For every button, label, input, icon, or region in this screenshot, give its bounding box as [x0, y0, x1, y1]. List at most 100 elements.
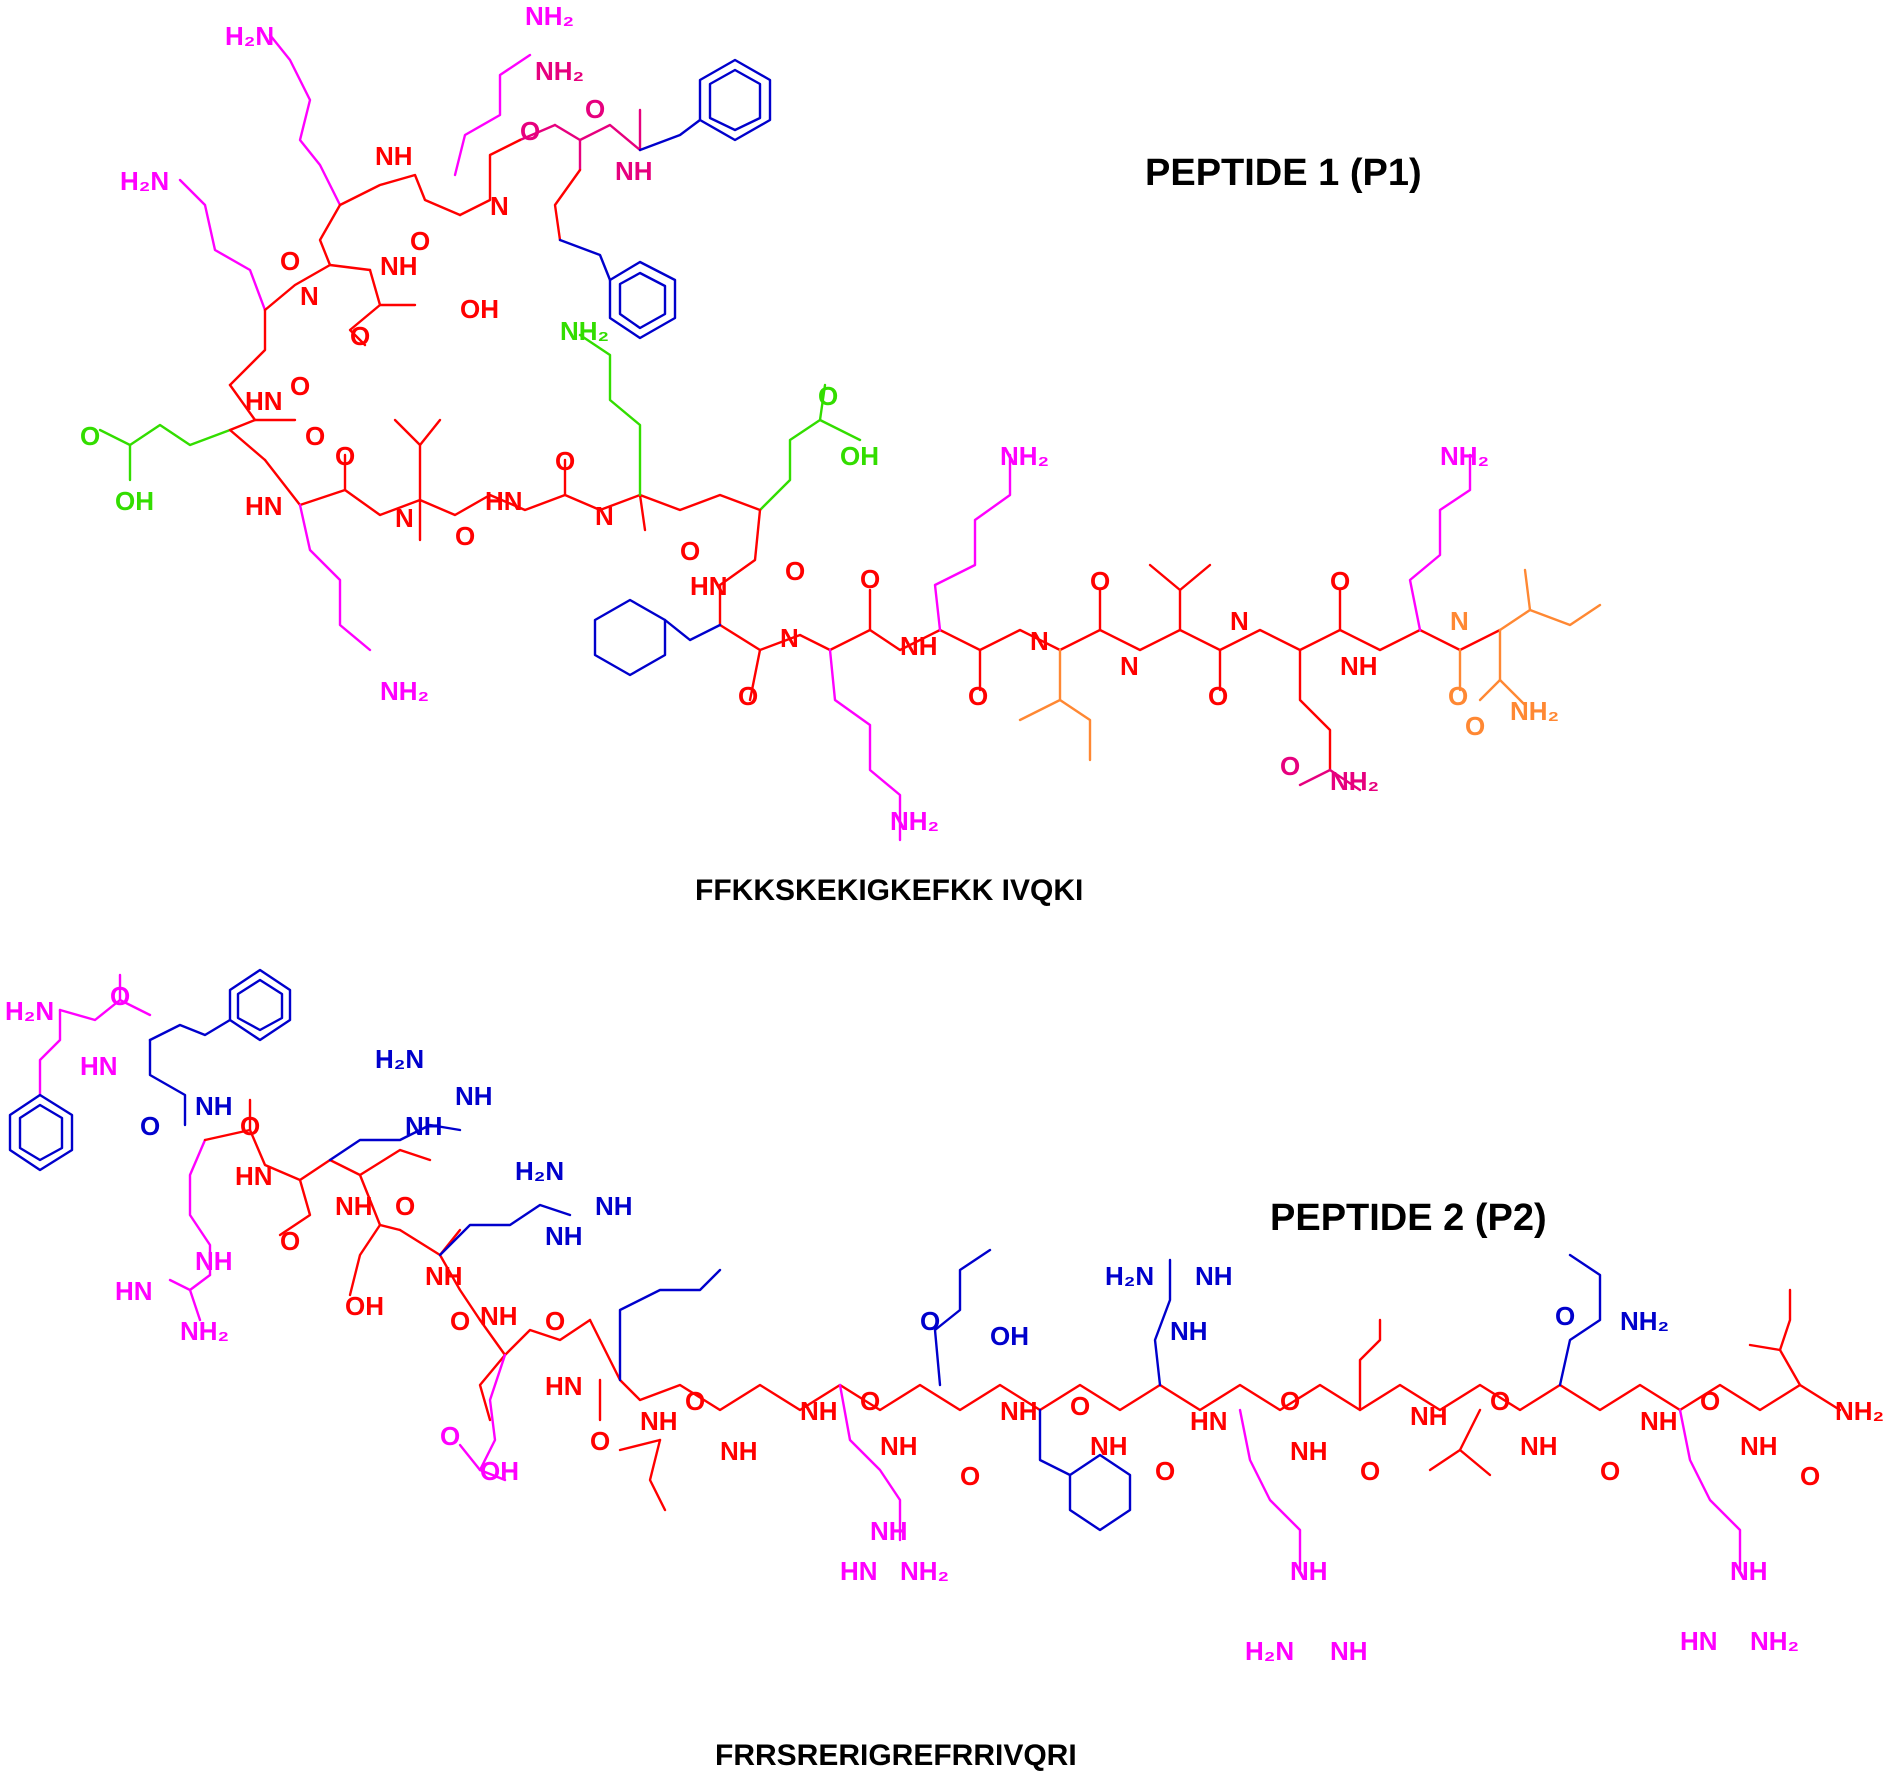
- p2-label-oh: OH: [990, 1321, 1029, 1351]
- p2-label-o: O: [1800, 1461, 1820, 1491]
- p2-label-nh: NH: [425, 1261, 463, 1291]
- p2-label-nh2: NH₂: [900, 1556, 949, 1586]
- p2-label-o: O: [140, 1111, 160, 1141]
- p2-label-nh: NH: [800, 1396, 838, 1426]
- p2-label-o: O: [685, 1386, 705, 1416]
- p1-label-nh: N: [595, 501, 614, 531]
- peptide-2-sequence: FRRSRERIGREFRRIVQRI: [715, 1739, 1077, 1772]
- p1-label-o: O: [520, 116, 540, 146]
- peptide-1-sequence: FFKKSKEKIGKEFKK IVQKI: [695, 874, 1083, 907]
- p2-label-nh: NH: [1640, 1406, 1678, 1436]
- p2-label-o: O: [1490, 1386, 1510, 1416]
- p1-label-nh: N: [1230, 606, 1249, 636]
- p2-backbone-main: [588, 1248, 1842, 1572]
- p2-label-nh: NH: [1520, 1431, 1558, 1461]
- p1-label-o: O: [738, 681, 758, 711]
- p2-label-nh2: NH₂: [1750, 1626, 1799, 1656]
- p2-label-o: O: [395, 1191, 415, 1221]
- peptide-2-structure: [8, 968, 1842, 1572]
- p1-label-o: O: [1280, 751, 1300, 781]
- p1-label-nh2: NH₂: [535, 56, 584, 86]
- p2-label-nh: NH: [1410, 1401, 1448, 1431]
- p2-atom-labels: H₂N O HN O NH H₂N NH NH O HN NH HN NH₂ H…: [5, 981, 1884, 1666]
- p1-label-o: O: [968, 681, 988, 711]
- p1-label-o: O: [555, 446, 575, 476]
- p2-label-o: O: [1070, 1391, 1090, 1421]
- p1-label-o: O: [860, 564, 880, 594]
- p1-label-o: O: [410, 226, 430, 256]
- p2-label-hn: HN: [545, 1371, 583, 1401]
- p2-label-oh: OH: [345, 1291, 384, 1321]
- p1-label-o: O: [1465, 711, 1485, 741]
- p2-label-nh2: NH₂: [1835, 1396, 1884, 1426]
- p2-label-nh: NH: [720, 1436, 758, 1466]
- p1-label-oh: OH: [115, 486, 154, 516]
- p1-backbone-row2: [593, 453, 1602, 842]
- p2-label-h2n: H₂N: [515, 1156, 564, 1186]
- p2-label-nh: NH: [335, 1191, 373, 1221]
- p2-residue-ser-arg3: [398, 1203, 592, 1422]
- p2-label-o: O: [1155, 1456, 1175, 1486]
- p2-label-hn: HN: [1190, 1406, 1228, 1436]
- p1-residue-lys: [178, 33, 532, 387]
- p2-label-nh: NH: [480, 1301, 518, 1331]
- p2-label-o: O: [280, 1226, 300, 1256]
- p1-label-o: O: [785, 556, 805, 586]
- p1-label-nh: N: [395, 503, 414, 533]
- p1-label-nh2: NH₂: [890, 806, 939, 836]
- p2-label-h2n: H₂N: [1245, 1636, 1294, 1666]
- p1-label-nh: HN: [245, 386, 283, 416]
- p2-label-nh: NH: [455, 1081, 493, 1111]
- p2-label-o: O: [1280, 1386, 1300, 1416]
- p2-label-nh2: NH₂: [180, 1316, 229, 1346]
- p2-label-o: O: [590, 1426, 610, 1456]
- p2-label-nh: NH: [1090, 1431, 1128, 1461]
- p1-label-nh2: NH₂: [525, 1, 574, 31]
- p1-label-nh2: NH₂: [560, 316, 609, 346]
- p2-label-nh: NH: [1730, 1556, 1768, 1586]
- p2-label-o: O: [1360, 1456, 1380, 1486]
- peptide-1-structure: [98, 33, 1602, 842]
- p1-label-nh: N: [1450, 606, 1469, 636]
- p1-label-nh: HN: [690, 571, 728, 601]
- p1-label-o: O: [680, 536, 700, 566]
- p2-label-nh: NH: [870, 1516, 908, 1546]
- p2-label-oh: OH: [480, 1456, 519, 1486]
- p1-label-o: O: [455, 521, 475, 551]
- p1-label-nh2: NH₂: [1000, 441, 1049, 471]
- p2-label-o: O: [440, 1421, 460, 1451]
- p1-label-nh2: NH₂: [1510, 696, 1559, 726]
- p1-residue-glu1: [98, 383, 297, 482]
- p2-label-nh: NH: [1290, 1436, 1328, 1466]
- p2-label-hn: HN: [235, 1161, 273, 1191]
- p2-label-nh2: NH₂: [1620, 1306, 1669, 1336]
- p2-residue-phe1: [8, 973, 152, 1172]
- p2-residue-glu: [458, 1353, 507, 1482]
- p2-label-h2n: H₂N: [375, 1044, 424, 1074]
- p1-label-nh: NH: [380, 251, 418, 281]
- p1-label-o: O: [1330, 566, 1350, 596]
- p1-label-nh: NH: [1340, 651, 1378, 681]
- p2-label-nh: NH: [595, 1191, 633, 1221]
- p1-label-nh: N: [1120, 651, 1139, 681]
- p1-label-o: O: [1208, 681, 1228, 711]
- p1-label-h2n: H₂N: [225, 21, 274, 51]
- p1-label-nh: NH: [375, 141, 413, 171]
- p1-label-o: O: [335, 441, 355, 471]
- p1-label-o: O: [80, 421, 100, 451]
- p2-label-o: O: [960, 1461, 980, 1491]
- p2-label-o: O: [1600, 1456, 1620, 1486]
- p1-residue-phe2: [458, 138, 677, 340]
- p2-label-o: O: [110, 981, 130, 1011]
- p2-label-nh: NH: [1740, 1431, 1778, 1461]
- p2-residue-phe2: [148, 968, 292, 1127]
- p2-residue-arg1: [168, 1098, 302, 1322]
- p1-label-o: O: [585, 94, 605, 124]
- p2-label-nh: NH: [195, 1246, 233, 1276]
- p2-label-o: O: [1555, 1301, 1575, 1331]
- p2-label-o: O: [240, 1111, 260, 1141]
- p2-label-hn: HN: [80, 1051, 118, 1081]
- p2-label-o: O: [545, 1306, 565, 1336]
- p2-label-h2n: H₂N: [5, 996, 54, 1026]
